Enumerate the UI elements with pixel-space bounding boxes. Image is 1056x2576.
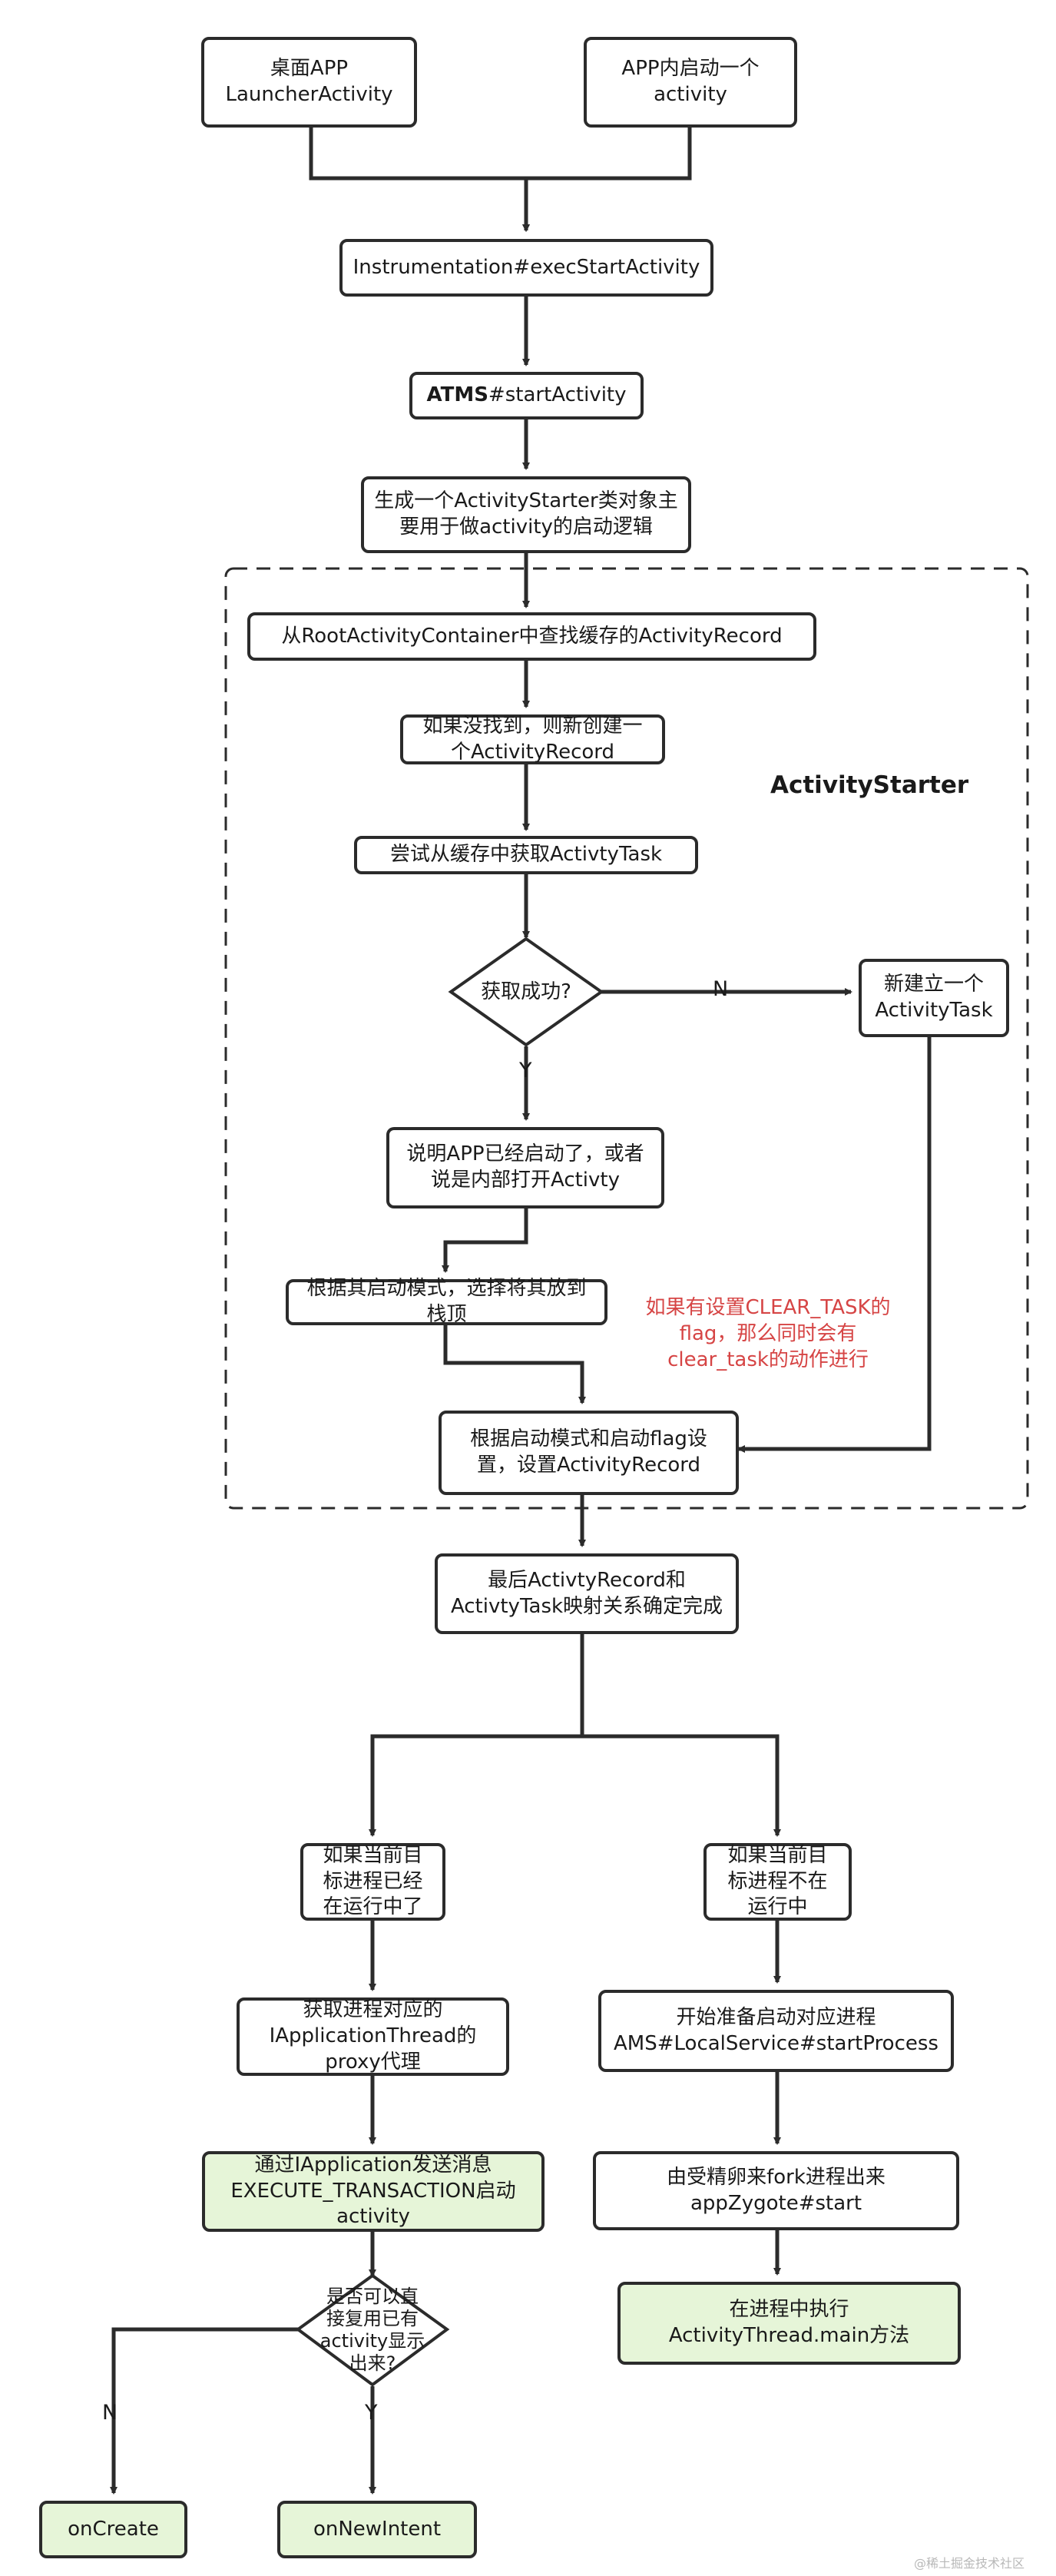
node-got-task: 获取成功? (481, 980, 571, 1003)
node-reuse: 是否可以直 接复用已有 activity显示 出来? (319, 2286, 425, 2374)
edge-new-task-to-set-record (737, 1037, 932, 1453)
node-mapping-done: 最后ActivtyRecord和 ActivtyTask映射关系确定完成 (435, 1553, 739, 1634)
activity-starter-group (224, 567, 1029, 1510)
decision-diamond-reuse (295, 2273, 450, 2387)
edge-label-no-bottom: N (102, 2401, 118, 2425)
node-app-internal: APP内启动一个 activity (584, 37, 797, 128)
atms-method-text: #startActivity (488, 383, 627, 407)
edge-label-yes-bottom: Y (365, 2401, 378, 2425)
node-atms: ATMS#startActivity (409, 372, 644, 419)
node-on-new-intent: onNewIntent (277, 2501, 477, 2558)
node-new-task: 新建立一个 ActivityTask (859, 959, 1009, 1037)
node-app-started: 说明APP已经启动了，或者 说是内部打开Activty (386, 1127, 664, 1208)
node-on-create: onCreate (39, 2501, 187, 2558)
activity-starter-title: ActivityStarter (770, 771, 969, 799)
node-try-task: 尝试从缓存中获取ActivtyTask (354, 836, 698, 874)
edge-app-started-to-stack (442, 1208, 528, 1273)
node-place-stack: 根据其启动模式，选择将其放到 栈顶 (286, 1277, 607, 1326)
edge-app-internal-to-merge (522, 128, 692, 232)
node-set-record: 根据启动模式和启动flag设 置，设置ActivityRecord (439, 1411, 739, 1495)
node-create-record: 如果没找到，则新创建一 个ActivityRecord (400, 714, 665, 764)
node-start-process: 开始准备启动对应进程 AMS#LocalService#startProcess (598, 1990, 954, 2072)
node-send-message: 通过IApplication发送消息 EXECUTE_TRANSACTION启动… (202, 2151, 545, 2232)
atms-bold-text: ATMS (426, 383, 488, 407)
node-process-not-running: 如果当前目 标进程不在 运行中 (703, 1843, 852, 1921)
node-launcher: 桌面APP LauncherActivity (201, 37, 417, 128)
node-instrumentation: Instrumentation#execStartActivity (339, 239, 713, 297)
node-find-cached: 从RootActivityContainer中查找缓存的ActivityReco… (247, 612, 816, 661)
edge-launcher-to-merge (309, 128, 530, 232)
decision-diamond-got-task (448, 937, 604, 1047)
node-get-proxy: 获取进程对应的 IApplicationThread的 proxy代理 (237, 1997, 509, 2076)
watermark: @稀土掘金技术社区 (914, 2556, 1025, 2571)
edge-label-no-top: N (713, 977, 729, 1001)
node-process-running: 如果当前目 标进程已经 在运行中了 (300, 1843, 445, 1921)
clear-task-note: 如果有设置CLEAR_TASK的 flag，那么同时会有 clear_task的… (645, 1296, 891, 1371)
edge-mapping-split-right (582, 1734, 781, 1837)
node-create-starter: 生成一个ActivityStarter类对象主 要用于做activity的启动逻… (361, 476, 691, 553)
edge-stack-to-set-record (443, 1325, 586, 1404)
node-activity-thread-main: 在进程中执行 ActivityThread.main方法 (617, 2282, 961, 2365)
edge-label-yes-top: Y (519, 1059, 532, 1082)
edge-mapping-split-left (369, 1634, 584, 1837)
node-fork: 由受精卵来fork进程出来 appZygote#start (593, 2151, 959, 2230)
edge-reuse-no (110, 2327, 300, 2495)
